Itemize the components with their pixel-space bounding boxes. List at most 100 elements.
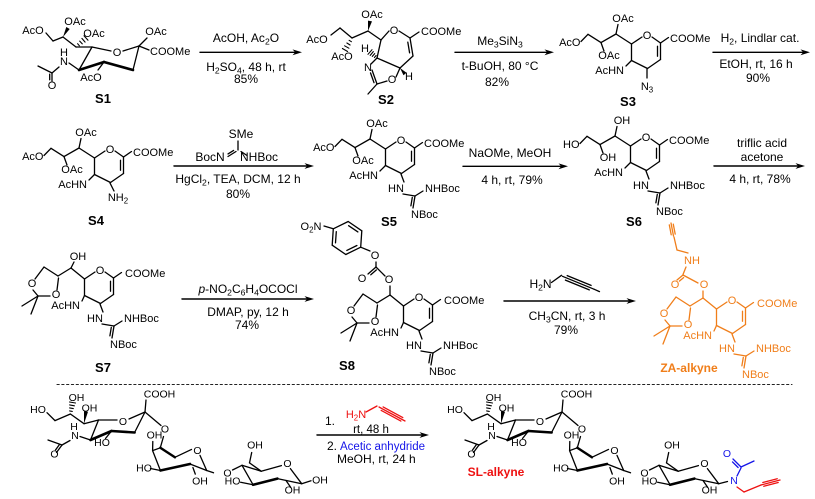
svg-text:H2​SO4​, 48 h, rt: H2​SO4​, 48 h, rt — [206, 60, 286, 76]
svg-text:OH: OH — [486, 392, 502, 404]
svg-text:O: O — [671, 279, 680, 291]
svg-text:OH: OH — [147, 430, 163, 442]
svg-text:NH2​: NH2​ — [108, 192, 128, 206]
svg-text:90%: 90% — [746, 71, 770, 85]
svg-text:AcHN: AcHN — [349, 170, 378, 182]
svg-text:AcHN: AcHN — [370, 327, 399, 339]
svg-text:O: O — [161, 424, 169, 436]
svg-text:OH: OH — [192, 476, 208, 488]
svg-text:AcOH, Ac2​O: AcOH, Ac2​O — [213, 31, 279, 47]
svg-text:AcO: AcO — [306, 34, 328, 46]
svg-text:80%: 80% — [226, 187, 250, 201]
svg-text:AcHN: AcHN — [58, 179, 87, 191]
svg-text:OH: OH — [69, 392, 85, 404]
svg-text:N: N — [60, 56, 68, 68]
svg-text:HO: HO — [642, 476, 658, 488]
svg-text:NHBoc: NHBoc — [670, 180, 705, 192]
svg-text:HN: HN — [406, 340, 422, 352]
svg-text:AcO: AcO — [22, 25, 44, 37]
svg-text:74%: 74% — [235, 318, 259, 332]
svg-text:4 h, rt, 78%: 4 h, rt, 78% — [729, 172, 791, 186]
svg-text:NBoc: NBoc — [429, 366, 456, 378]
svg-text:OAc: OAc — [145, 26, 167, 38]
svg-text:O: O — [385, 274, 394, 286]
svg-text:OH: OH — [664, 440, 680, 452]
svg-text:rt, 48 h: rt, 48 h — [353, 424, 389, 436]
svg-text:HN: HN — [719, 343, 735, 355]
svg-text:COOMe: COOMe — [757, 298, 797, 310]
svg-text:NBoc: NBoc — [742, 369, 769, 381]
svg-text:AcO: AcO — [313, 142, 335, 154]
svg-text:H: H — [405, 71, 413, 83]
svg-text:HO: HO — [94, 437, 110, 449]
svg-text:AcO: AcO — [80, 72, 102, 84]
svg-text:N: N — [71, 430, 79, 442]
svg-text:O: O — [684, 319, 693, 331]
svg-text:O: O — [52, 289, 61, 301]
svg-text:OAc: OAc — [598, 50, 620, 62]
svg-text:S6: S6 — [626, 214, 642, 229]
svg-text:HgCl2​, TEA, DCM, 12 h: HgCl2​, TEA, DCM, 12 h — [175, 172, 300, 188]
svg-text:O: O — [643, 30, 652, 42]
svg-text:O: O — [388, 74, 397, 86]
svg-text:N: N — [364, 62, 372, 74]
svg-text:O: O — [467, 449, 475, 461]
svg-text:O: O — [223, 468, 231, 480]
svg-text:NHBoc: NHBoc — [240, 150, 278, 164]
svg-text:SMe: SMe — [229, 127, 254, 141]
svg-text:OH: OH — [564, 430, 580, 442]
svg-text:DMAP, py, 12 h: DMAP, py, 12 h — [207, 305, 289, 319]
svg-text:NHBoc: NHBoc — [443, 340, 478, 352]
svg-text:O: O — [660, 308, 669, 320]
svg-text:4 h, rt, 79%: 4 h, rt, 79% — [481, 173, 543, 187]
svg-text:S2: S2 — [378, 92, 394, 107]
svg-text:OH: OH — [614, 115, 631, 127]
svg-text:NBoc: NBoc — [411, 209, 438, 221]
svg-text:O: O — [113, 47, 122, 59]
svg-text:AcO: AcO — [331, 51, 353, 63]
svg-text:HO: HO — [553, 463, 569, 475]
svg-text:OAc: OAc — [352, 155, 374, 167]
svg-text:t-BuOH, 80 °C: t-BuOH, 80 °C — [462, 59, 539, 73]
svg-text:H: H — [60, 47, 68, 59]
svg-text:O: O — [119, 416, 127, 428]
svg-text:H: H — [70, 421, 78, 433]
svg-text:O: O — [723, 448, 731, 460]
svg-text:O: O — [28, 278, 37, 290]
svg-text:AcO: AcO — [22, 151, 44, 163]
svg-text:82%: 82% — [485, 75, 509, 89]
svg-text:ZA-alkyne: ZA-alkyne — [660, 361, 718, 375]
svg-text:H: H — [487, 421, 495, 433]
svg-text:COOMe: COOMe — [125, 268, 165, 280]
svg-text:COOMe: COOMe — [669, 135, 709, 147]
svg-text:OH: OH — [312, 475, 328, 487]
svg-text:O: O — [536, 416, 544, 428]
svg-text:O: O — [96, 265, 105, 277]
svg-text:O: O — [347, 305, 356, 317]
svg-text:p-NO2​C6​H4​OCOCl: p-NO2​C6​H4​OCOCl — [197, 282, 297, 298]
svg-text:2.: 2. — [327, 439, 337, 453]
svg-text:OH: OH — [702, 485, 718, 497]
svg-text:O: O — [700, 458, 708, 470]
svg-text:O: O — [415, 292, 424, 304]
svg-text:S7: S7 — [95, 360, 111, 375]
svg-text:O: O — [371, 250, 380, 262]
svg-text:AcHN: AcHN — [51, 300, 80, 312]
svg-text:N: N — [488, 430, 496, 442]
svg-text:EtOH, rt, 16 h: EtOH, rt, 16 h — [719, 57, 792, 71]
svg-text:MeOH, rt, 24 h: MeOH, rt, 24 h — [337, 452, 416, 466]
svg-text:SL-alkyne: SL-alkyne — [468, 465, 525, 479]
svg-text:HN: HN — [633, 180, 649, 192]
svg-text:H: H — [361, 43, 369, 55]
svg-text:acetone: acetone — [741, 150, 784, 164]
svg-text:HO: HO — [563, 139, 580, 151]
svg-text:COOMe: COOMe — [133, 147, 173, 159]
svg-text:HO: HO — [511, 437, 527, 449]
svg-text:OH: OH — [600, 152, 617, 164]
svg-text:NBoc: NBoc — [110, 339, 137, 351]
svg-text:O: O — [358, 273, 367, 285]
svg-text:COOMe: COOMe — [444, 295, 484, 307]
svg-text:OH: OH — [247, 440, 263, 452]
svg-text:79%: 79% — [554, 323, 578, 337]
svg-text:OH: OH — [70, 251, 87, 263]
